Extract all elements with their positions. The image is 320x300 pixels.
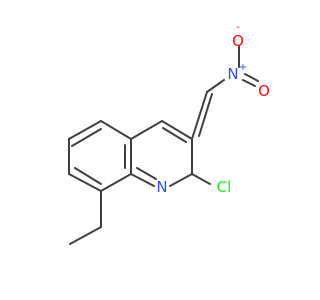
nitro-nitrogen-charge: + <box>239 62 247 73</box>
bond <box>68 120 102 140</box>
bond <box>136 167 157 180</box>
bond <box>69 226 102 245</box>
bond <box>191 173 211 185</box>
molecule-structure: N Cl N + O - O <box>68 22 270 245</box>
bond <box>100 120 132 140</box>
ring-nitrogen-label: N <box>156 178 167 196</box>
bond <box>71 128 102 147</box>
bond <box>206 79 225 93</box>
bond <box>100 173 132 192</box>
nitro-nitrogen-label: N <box>227 65 238 83</box>
bond <box>162 127 187 143</box>
bond <box>244 73 259 82</box>
bond <box>191 91 208 140</box>
bond <box>242 79 256 87</box>
bond <box>198 93 213 137</box>
bond <box>130 173 155 187</box>
bond <box>74 167 102 185</box>
chlorine-label: Cl <box>217 178 232 196</box>
atom-labels: N Cl N + O - O <box>156 22 270 196</box>
bond <box>169 173 193 187</box>
bond <box>130 120 163 140</box>
nitro-oxygen-charge: - <box>236 22 240 33</box>
nitro-oxygen-top-label: O <box>232 32 244 50</box>
bond <box>68 173 102 192</box>
bonds <box>68 45 259 245</box>
bond <box>161 120 193 140</box>
nitro-oxygen-bottom-label: O <box>258 82 270 100</box>
